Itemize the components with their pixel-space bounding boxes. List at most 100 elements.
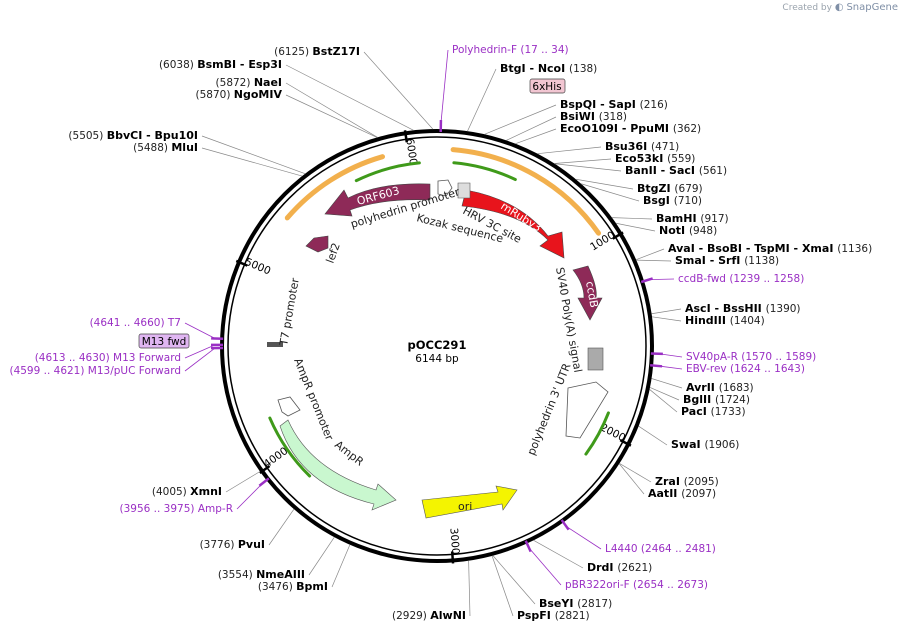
enzyme-position: (2821)	[555, 610, 590, 622]
enzyme-label: BamHI (917)	[656, 212, 729, 225]
green-feature-arc	[354, 161, 421, 183]
green-feature-arc	[452, 161, 517, 182]
enzyme-leader-line	[201, 147, 303, 177]
enzyme-name: DrdI	[587, 561, 617, 574]
enzyme-label: BsiWI (318)	[560, 110, 627, 123]
enzyme-leader-line	[467, 68, 497, 132]
primer-name: pBR322ori-F	[565, 579, 633, 591]
t7-promoter-box	[267, 342, 283, 347]
tick-mark	[619, 439, 632, 447]
primer-name: Amp-R	[198, 503, 233, 515]
tick-mark	[235, 259, 248, 267]
primer-label: (4641 .. 4660) T7	[90, 317, 181, 329]
tick-label: 3000	[447, 527, 461, 555]
enzyme-leader-line	[484, 104, 557, 135]
enzyme-leader-line	[649, 387, 680, 401]
enzyme-label: AatII (2097)	[648, 487, 716, 500]
enzyme-name: AvaI - BsoBI - TspMI - XmaI	[668, 242, 837, 255]
enzyme-name: BtgZI	[637, 182, 674, 195]
enzyme-leader-line	[537, 146, 602, 155]
enzyme-label: (5488) MluI	[133, 141, 198, 154]
enzyme-label: EcoO109I - PpuMI (362)	[560, 122, 701, 135]
primer-range: (1624 .. 1643)	[730, 363, 805, 375]
green-feature-arc	[584, 411, 610, 456]
enzyme-name: SmaI - SrfI	[675, 254, 744, 267]
enzyme-position: (1138)	[744, 255, 779, 267]
enzyme-name: NmeAIII	[256, 568, 305, 581]
enzyme-leader-line	[331, 544, 351, 588]
enzyme-name: ZraI	[655, 475, 684, 488]
enzyme-name: BsmBI - Esp3I	[197, 58, 282, 71]
enzyme-position: (679)	[674, 183, 702, 195]
primer-labels: Polyhedrin-F (17 .. 34)ccdB-fwd (1239 ..…	[9, 44, 816, 591]
enzyme-position: (917)	[700, 213, 728, 225]
enzyme-name: PspFI	[517, 609, 555, 622]
hrv3c-box	[457, 182, 471, 199]
enzyme-position: (5872)	[216, 77, 254, 89]
primer-label: Polyhedrin-F (17 .. 34)	[452, 44, 569, 56]
primer-name: M13/pUC Forward	[88, 365, 181, 377]
enzyme-label: (6125) BstZ17I	[274, 45, 360, 58]
orange-feature-arc	[450, 147, 602, 236]
enzyme-label: AvrII (1683)	[686, 381, 754, 394]
enzyme-leader-line	[268, 508, 295, 546]
enzyme-name: BseYI	[539, 597, 577, 610]
tick-label: 5000	[243, 256, 272, 277]
enzyme-name: Eco53kI	[615, 152, 667, 165]
enzyme-name: BamHI	[656, 212, 700, 225]
enzyme-leader-line	[649, 389, 678, 413]
ori-arrow	[421, 485, 518, 519]
enzyme-label: PacI (1733)	[681, 405, 746, 418]
enzyme-label: BanII - SacI (561)	[625, 164, 727, 177]
enzyme-leader-line	[638, 425, 668, 446]
sv40-label: SV40 Poly(A) signal	[553, 266, 584, 373]
enzyme-name: AatII	[648, 487, 681, 500]
primer-name: SV40pA-R	[686, 351, 741, 363]
primer-site-mark	[560, 519, 570, 531]
enzyme-leader-line	[651, 308, 682, 315]
sv40-box	[587, 347, 604, 371]
primer-leader-line	[184, 347, 216, 372]
watermark: Created by ◐ SnapGene	[782, 2, 898, 13]
primer-range: (4613 .. 4630)	[35, 352, 113, 364]
primer-leader-line	[184, 344, 216, 359]
enzyme-position: (2817)	[577, 598, 612, 610]
enzyme-leader-line	[619, 463, 652, 483]
enzyme-label: AvaI - BsoBI - TspMI - XmaI (1136)	[668, 242, 872, 255]
enzyme-label: SmaI - SrfI (1138)	[675, 254, 779, 267]
enzyme-name: BtgI - NcoI	[500, 62, 569, 75]
enzyme-leader-line	[618, 463, 645, 495]
t7-promoter-label: T7 promoter	[277, 277, 302, 348]
label-leaders	[184, 49, 683, 617]
enzyme-leader-line	[615, 222, 656, 232]
enzyme-name: AlwNI	[430, 609, 466, 622]
tick-label: 6000	[403, 138, 419, 166]
enzyme-label: Bsu36I (471)	[605, 140, 679, 153]
enzyme-label: (3476) BpmI	[258, 580, 328, 593]
enzyme-name: MluI	[171, 141, 198, 154]
primer-label: (3956 .. 3975) Amp-R	[120, 503, 234, 515]
enzyme-leader-line	[575, 178, 634, 190]
enzyme-position: (948)	[689, 225, 717, 237]
tick-mark	[259, 464, 271, 474]
ampr-arrow	[279, 419, 397, 511]
orange-feature-arc	[284, 154, 386, 221]
orf603-arrow	[324, 183, 431, 217]
enzyme-leader-line	[225, 471, 261, 493]
enzyme-leader-line	[363, 51, 434, 130]
tick-mark	[450, 551, 455, 564]
enzyme-label: (5505) BbvCI - Bpu10I	[68, 129, 198, 142]
enzyme-label: (5870) NgoMIV	[196, 88, 283, 101]
utr-arrow	[565, 381, 609, 439]
enzyme-position: (138)	[569, 63, 597, 75]
enzyme-position: (5505)	[68, 130, 106, 142]
enzyme-label: HindIII (1404)	[685, 314, 765, 327]
enzyme-position: (2097)	[681, 488, 716, 500]
ampr-label: AmpR	[332, 438, 366, 469]
watermark-prefix: Created by	[782, 3, 832, 13]
enzyme-labels: (6125) BstZ17I(6038) BsmBI - Esp3I(5872)…	[68, 45, 872, 622]
enzyme-position: (561)	[699, 165, 727, 177]
m13-fwd-box	[138, 333, 190, 349]
primer-name: T7	[167, 317, 181, 329]
